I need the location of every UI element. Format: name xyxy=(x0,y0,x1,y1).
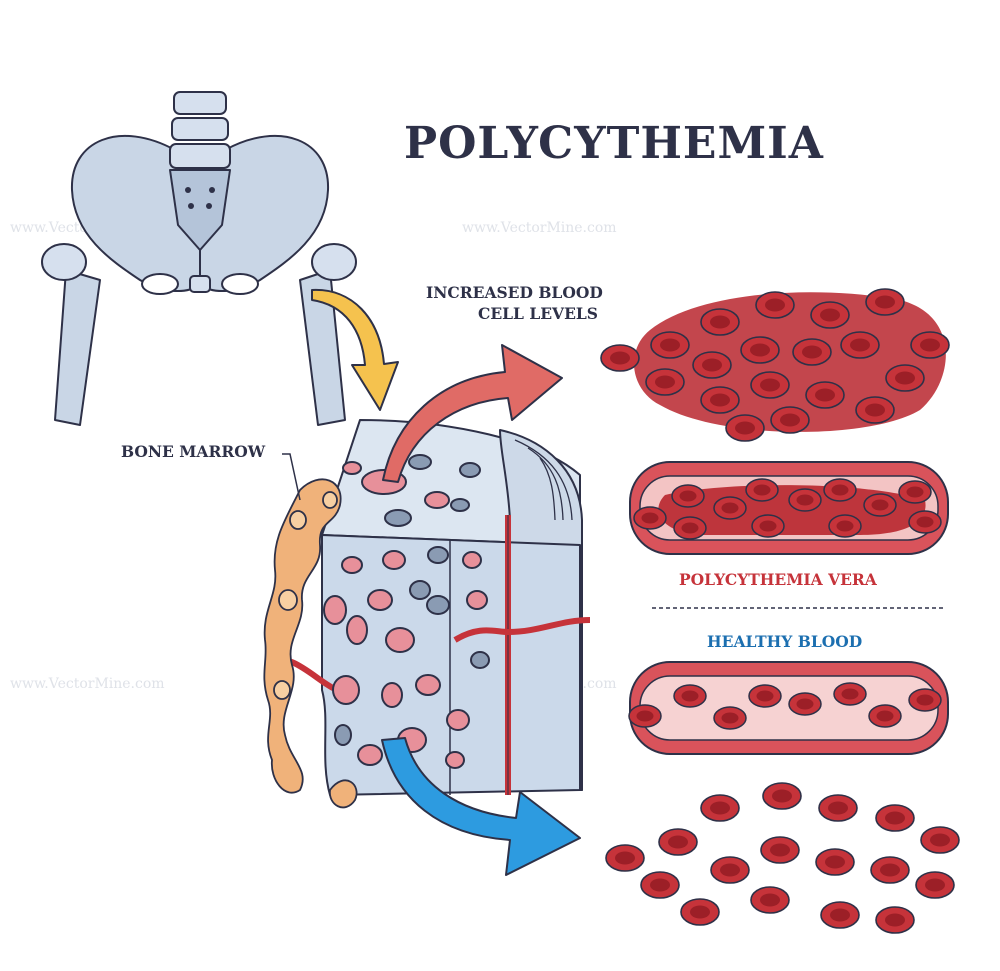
polycythemia-vera-vessel xyxy=(629,461,949,555)
bone-marrow-leader xyxy=(282,453,301,501)
yellow-marrow-tissue xyxy=(263,478,358,809)
increased-levels-label-line2: CELL LEVELS xyxy=(478,304,598,323)
blue-arrow-icon xyxy=(381,737,581,876)
increased-cell-cluster xyxy=(600,288,950,442)
healthy-blood-vessel xyxy=(628,661,949,755)
increased-levels-label-line1: INCREASED BLOOD xyxy=(426,283,603,302)
red-arrow-icon xyxy=(382,344,563,483)
watermark: www.VectorMine.com xyxy=(10,676,165,692)
page-title: POLYCYTHEMIA xyxy=(404,118,824,169)
bone-marrow-block xyxy=(267,419,591,796)
yellow-arrow-icon xyxy=(311,288,399,411)
healthy-cell-cluster xyxy=(605,782,960,934)
watermark: www.VectorMine.com xyxy=(462,220,617,236)
healthy-blood-label: HEALTHY BLOOD xyxy=(707,632,863,651)
bone-marrow-label: BONE MARROW xyxy=(121,442,266,461)
polycythemia-vera-label: POLYCYTHEMIA VERA xyxy=(679,570,877,589)
pelvis-illustration xyxy=(41,91,357,426)
